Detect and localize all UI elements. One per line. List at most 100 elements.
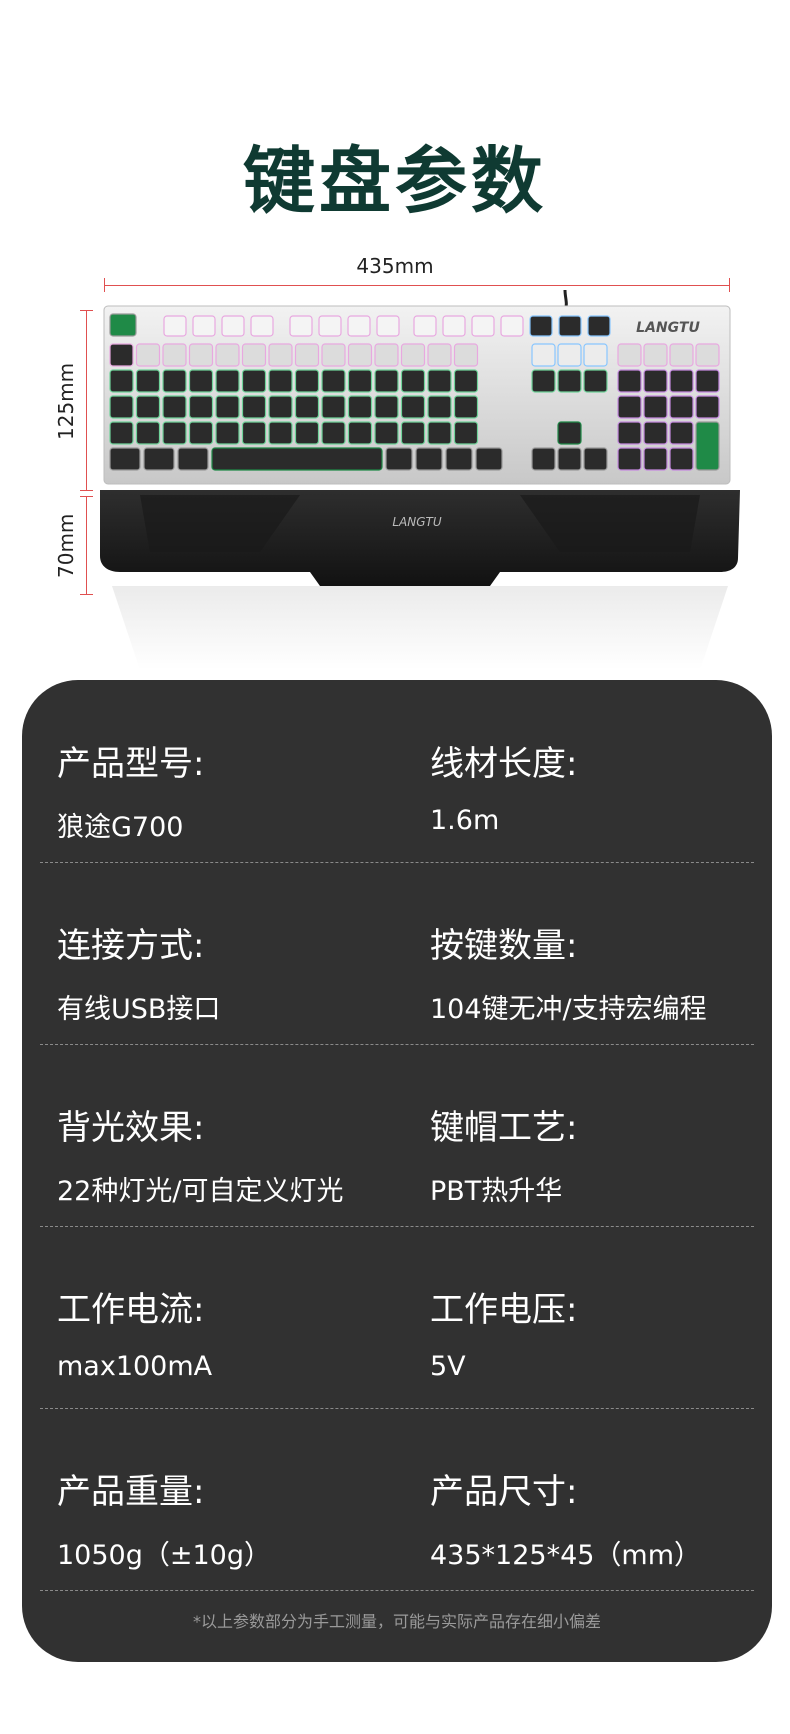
keycap xyxy=(669,343,694,367)
keycap xyxy=(268,343,293,367)
spec-label: 产品重量: xyxy=(57,1472,205,1512)
keycap xyxy=(475,447,503,471)
keycap xyxy=(188,369,214,393)
keycap xyxy=(531,447,556,471)
spec-voltage: 工作电压: 5V xyxy=(430,1282,577,1382)
keycap xyxy=(669,421,694,445)
palmrest-brand-logo: LANGTU xyxy=(392,515,442,529)
keycap xyxy=(617,395,642,419)
keycap xyxy=(695,343,720,367)
spec-row-1: 产品型号: 狼途G700 线材长度: 1.6m xyxy=(22,680,772,862)
keycap xyxy=(529,315,553,337)
keycap xyxy=(163,315,187,337)
spec-label: 产品尺寸: xyxy=(430,1472,578,1512)
spec-label: 背光效果: xyxy=(57,1108,205,1148)
keycap xyxy=(162,343,187,367)
keycap xyxy=(557,343,582,367)
keycap xyxy=(294,343,320,367)
keycap xyxy=(427,343,452,367)
keycap xyxy=(617,447,642,471)
keycap xyxy=(643,369,668,393)
keycap xyxy=(188,421,214,445)
keyboard-brand-logo: LANGTU xyxy=(636,320,700,336)
keycap xyxy=(221,315,245,337)
keycap xyxy=(321,421,346,445)
keycap xyxy=(215,369,240,393)
keycap xyxy=(294,421,320,445)
keycap xyxy=(587,315,611,337)
palmrest-tick-top xyxy=(80,496,93,497)
keycap xyxy=(453,421,479,445)
keycap xyxy=(268,421,293,445)
keycap xyxy=(531,369,556,393)
palmrest-tick-bottom xyxy=(80,594,93,595)
width-dimension-label: 435mm xyxy=(356,254,434,278)
keycap xyxy=(347,421,373,445)
spec-size: 产品尺寸: 435*125*45（mm） xyxy=(430,1464,701,1572)
keycap xyxy=(400,395,426,419)
spec-connection: 连接方式: 有线USB接口 xyxy=(57,918,220,1026)
keycap xyxy=(471,315,495,337)
keycap xyxy=(109,421,134,445)
height-tick-bottom xyxy=(80,490,93,491)
keycap xyxy=(294,395,320,419)
keycap xyxy=(374,395,399,419)
keycap xyxy=(241,395,267,419)
keycap xyxy=(109,343,134,367)
keycap xyxy=(583,447,608,471)
keycap xyxy=(215,395,240,419)
keycap xyxy=(162,421,187,445)
divider xyxy=(40,1226,754,1227)
footnote: *以上参数部分为手工测量，可能与实际产品存在细小偏差 xyxy=(192,1612,601,1631)
keycap xyxy=(241,343,267,367)
keycap xyxy=(617,343,642,367)
keycap xyxy=(135,421,161,445)
keycap xyxy=(241,369,267,393)
keycap xyxy=(453,395,479,419)
keycap xyxy=(695,369,720,393)
keycap xyxy=(188,395,214,419)
keycap xyxy=(643,421,668,445)
spec-value: 5V xyxy=(430,1351,466,1382)
width-dimension-line xyxy=(104,285,730,286)
keyboard-image: LANGTU LANGTU xyxy=(0,289,790,670)
keycap xyxy=(162,395,187,419)
keycap xyxy=(643,395,668,419)
keycap xyxy=(415,447,443,471)
keycap xyxy=(400,369,426,393)
divider xyxy=(40,862,754,863)
keycap xyxy=(695,395,720,419)
keycap xyxy=(427,395,452,419)
spec-value: 狼途G700 xyxy=(57,812,184,843)
keycap xyxy=(557,369,582,393)
keycap xyxy=(385,447,413,471)
keycap xyxy=(241,421,267,445)
keycap xyxy=(268,369,293,393)
keycap xyxy=(695,421,720,471)
keycap xyxy=(318,315,342,337)
height-tick-top xyxy=(80,310,93,311)
keycap xyxy=(442,315,466,337)
keycap xyxy=(135,343,161,367)
spec-row-2: 连接方式: 有线USB接口 按键数量: 104键无冲/支持宏编程 xyxy=(22,862,772,1044)
keycap xyxy=(321,343,346,367)
keycap xyxy=(669,447,694,471)
spec-model: 产品型号: 狼途G700 xyxy=(57,736,204,844)
keycap xyxy=(617,369,642,393)
spec-label: 工作电流: xyxy=(57,1290,205,1330)
page-title: 键盘参数 xyxy=(242,139,547,223)
spec-value: 1.6m xyxy=(430,805,500,836)
palmrest-dimension-line xyxy=(86,496,87,594)
keyboard-illustration: LANGTU LANGTU xyxy=(100,289,740,670)
keycap xyxy=(376,315,400,337)
height-dimension-line xyxy=(86,310,87,490)
width-tick-right xyxy=(729,278,730,292)
divider xyxy=(40,1044,754,1045)
spec-label: 按键数量: xyxy=(430,926,578,966)
keycap xyxy=(192,315,216,337)
divider xyxy=(40,1408,754,1409)
width-tick-left xyxy=(104,278,105,292)
keycap xyxy=(374,421,399,445)
keycap xyxy=(643,343,668,367)
keycap xyxy=(558,315,582,337)
